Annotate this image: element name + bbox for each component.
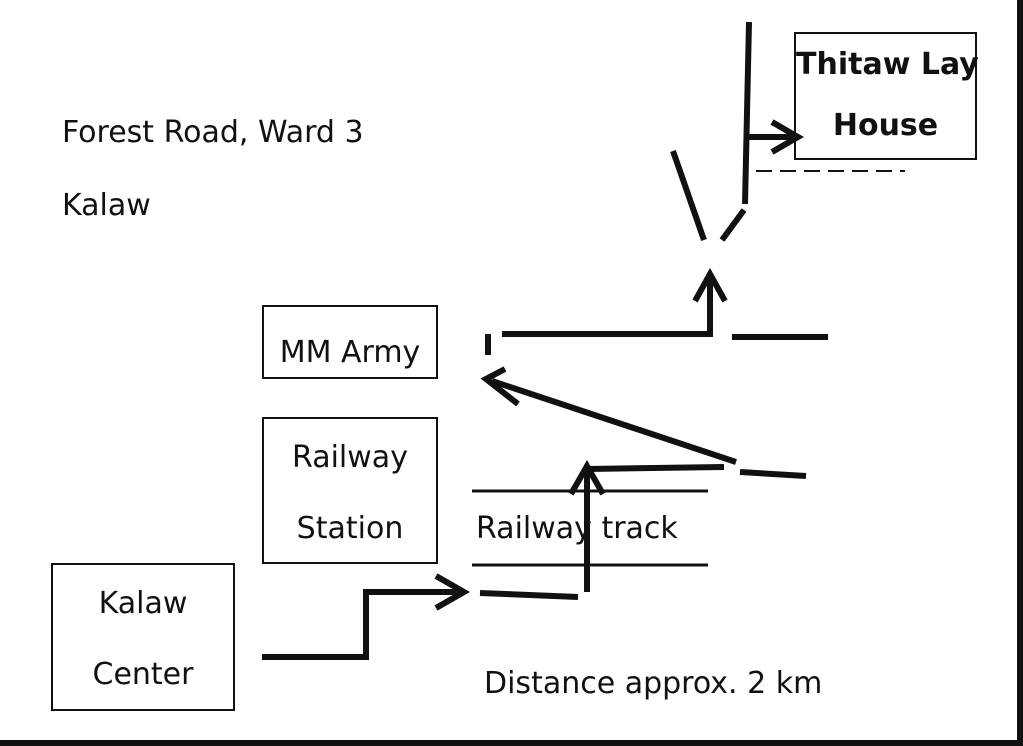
railway-station-line1: Railway (292, 440, 408, 475)
route-past-army (502, 276, 713, 337)
army-label: MM Army (279, 335, 421, 370)
destination-name-line1: Thitaw Lay (796, 47, 979, 82)
kalaw-center-line1: Kalaw (98, 586, 188, 621)
address-town: Kalaw (62, 188, 151, 223)
road-fork-right (719, 208, 747, 242)
destination-name-line2: House (832, 108, 939, 143)
army-box: MM Army (262, 305, 438, 379)
route-segment-to-track (479, 590, 579, 600)
route-into-house-arrowhead (770, 119, 805, 155)
route-road-stub-right (739, 469, 807, 479)
kalaw-center-line2: Center (92, 657, 194, 692)
railway-station-box: Railway Station (262, 417, 438, 564)
railway-track-label: Railway track (476, 511, 678, 546)
kalaw-center-box: Kalaw Center (51, 563, 235, 711)
route-past-army-arrowhead (692, 267, 728, 303)
destination-box: Thitaw Lay House (794, 32, 979, 160)
road-to-house (742, 21, 752, 205)
route-from-center (262, 589, 462, 660)
address-street: Forest Road, Ward 3 (62, 115, 364, 150)
route-after-crossing (586, 464, 725, 472)
route-toward-army-arrowhead (480, 366, 520, 407)
distance-note: Distance approx. 2 km (484, 666, 823, 701)
route-toward-army (491, 378, 737, 465)
road-fork-left (670, 150, 707, 241)
route-from-center-arrowhead (434, 573, 471, 611)
railway-station-line2: Station (296, 511, 404, 546)
